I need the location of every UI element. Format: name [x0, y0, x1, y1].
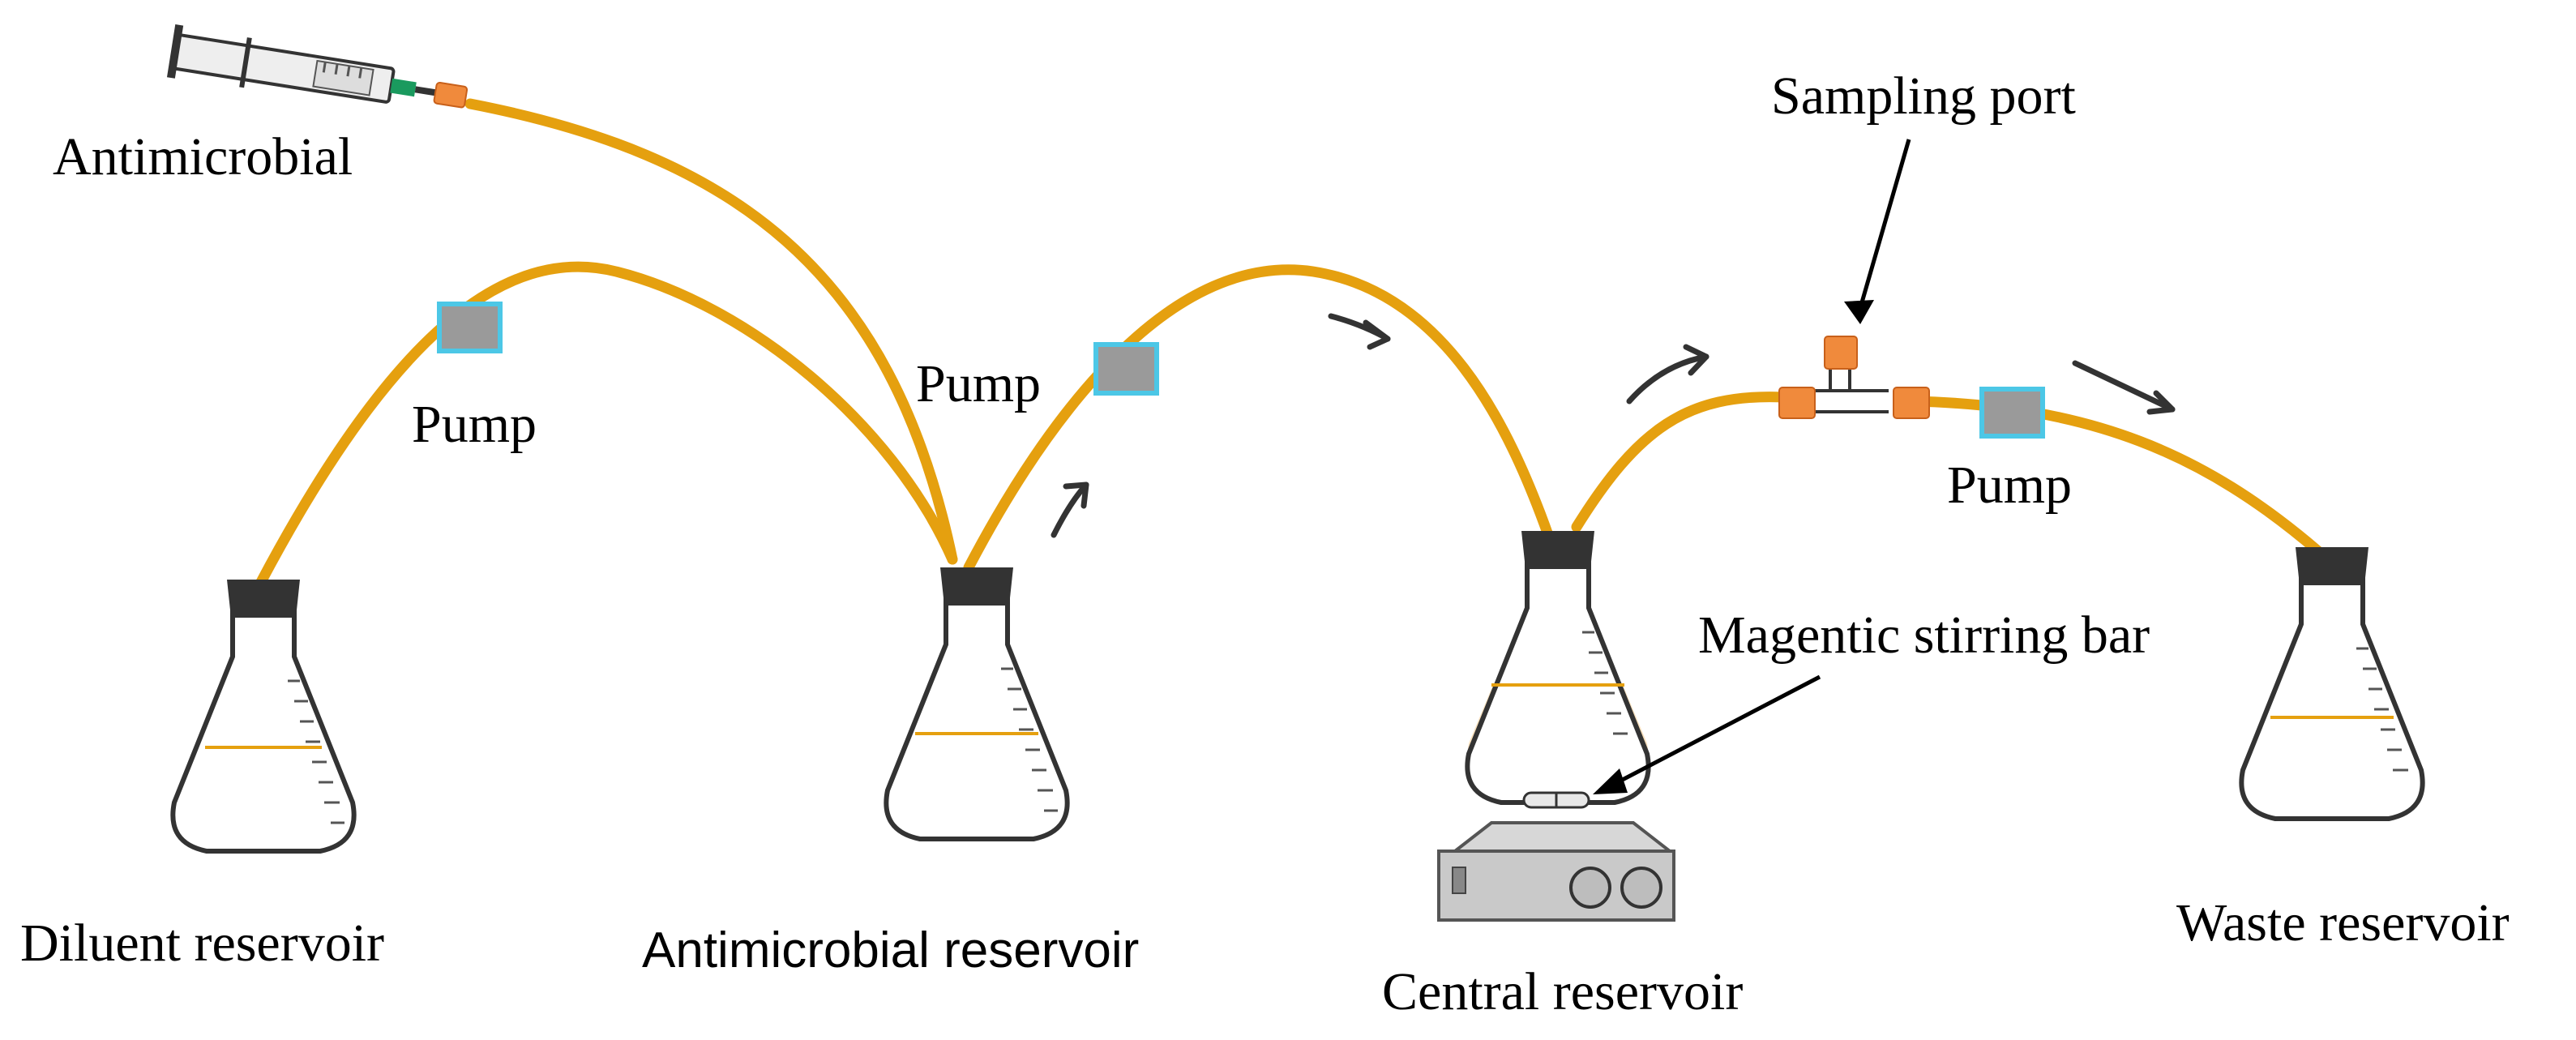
pump-icon — [437, 302, 503, 353]
sampling-port-label: Sampling port — [1771, 66, 2076, 126]
pump-icon — [1093, 342, 1159, 396]
arrow-icon — [1844, 139, 1911, 324]
flask-icon — [886, 567, 1067, 839]
arrow-icon — [1051, 481, 1089, 538]
t-connector-icon — [1778, 336, 1930, 419]
diluent-reservoir-label: Diluent reservoir — [20, 914, 384, 973]
stir-plate-icon — [1437, 821, 1675, 922]
stirring-bar-icon — [1522, 791, 1590, 809]
antimicrobial-label: Antimicrobial — [53, 127, 353, 186]
antimicrobial-reservoir-label: Antimicrobial reservoir — [642, 922, 1139, 978]
pump-icon — [1979, 387, 2045, 439]
stirring-bar-label: Magentic stirring bar — [1698, 606, 2150, 665]
flask-icon — [2241, 547, 2422, 819]
arrow-icon — [1328, 313, 1391, 350]
central-reservoir-label: Central reservoir — [1382, 962, 1743, 1021]
pump-3-label: Pump — [1947, 456, 2072, 515]
syringe-icon — [166, 24, 469, 109]
pump-1-label: Pump — [412, 395, 537, 454]
arrow-icon — [1593, 674, 1821, 794]
arrow-icon — [2072, 360, 2176, 415]
flask-icon — [173, 580, 353, 851]
flask-icon — [1467, 531, 1648, 802]
waste-reservoir-label: Waste reservoir — [2176, 893, 2510, 952]
arrow-icon — [1626, 344, 1709, 404]
pump-2-label: Pump — [916, 354, 1041, 413]
